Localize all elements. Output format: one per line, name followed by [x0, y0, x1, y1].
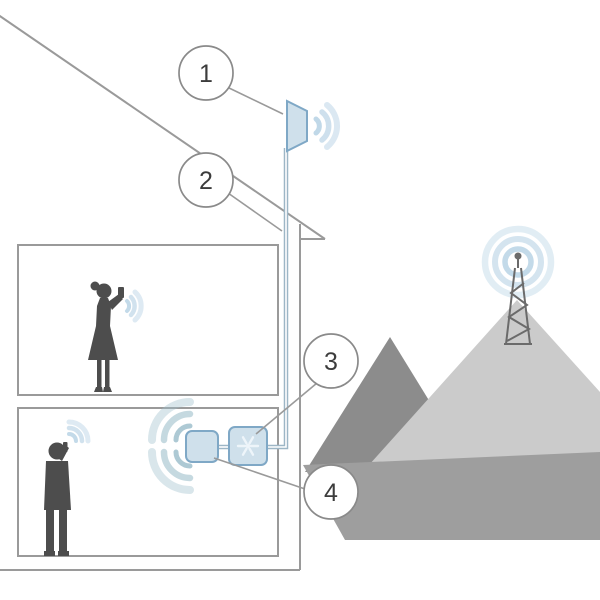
callout-1-circle: [178, 45, 234, 101]
leader-4: [213, 457, 306, 490]
callout-leader-lines: [213, 86, 318, 490]
tower-tip-dot: [514, 252, 522, 260]
callout-1: 1: [178, 45, 234, 101]
tower-braces: [506, 282, 532, 342]
callout-3: 3: [303, 333, 359, 389]
cell-tower-icon: [481, 225, 555, 345]
tower-signal-ring: [492, 236, 544, 288]
leader-1: [226, 86, 284, 115]
callout-4: 4: [303, 464, 359, 520]
upper-room: [17, 244, 279, 396]
callout-1-number: 1: [199, 60, 213, 88]
mountain-light: [360, 300, 600, 475]
outdoor-antenna-icon: [286, 99, 341, 153]
signal-waves-icon: [125, 289, 144, 323]
leader-3: [255, 382, 318, 435]
leader-2: [227, 192, 283, 232]
indoor-broadcast-waves-icon: [148, 398, 194, 494]
roof-line: [0, 14, 326, 240]
woman-with-phone-icon: [88, 281, 144, 392]
callout-3-number: 3: [324, 348, 338, 376]
callout-2-number: 2: [199, 167, 213, 195]
callout-2: 2: [178, 152, 234, 208]
mountains-icon: [303, 300, 600, 540]
callout-2-circle: [178, 152, 234, 208]
tower-signal-ring: [481, 225, 555, 299]
callout-4-number: 4: [324, 479, 338, 507]
mountain-foreground-band: [303, 452, 600, 540]
callout-3-circle: [303, 333, 359, 389]
tower-signal-ring: [502, 246, 534, 278]
callout-4-circle: [303, 464, 359, 520]
signal-waves-icon: [66, 419, 91, 444]
signal-booster-icon: [228, 426, 268, 466]
coax-cable-icon: [218, 148, 289, 450]
man-with-phone-icon: [44, 419, 91, 556]
signal-waves-icon: [313, 102, 341, 150]
indoor-antenna-icon: [185, 430, 219, 463]
booster-fan-glyph: [236, 436, 260, 456]
